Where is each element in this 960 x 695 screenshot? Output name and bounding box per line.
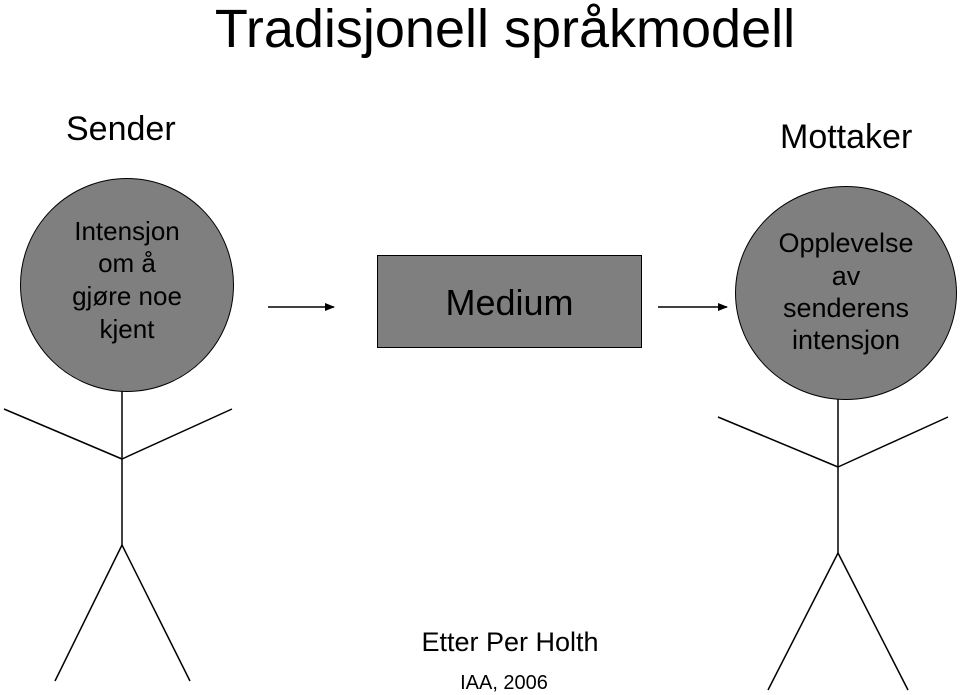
sender-label: Sender bbox=[66, 110, 176, 148]
receiver-experience-text: Opplevelse av senderens intensjon bbox=[778, 228, 914, 356]
sender-right-leg bbox=[121, 544, 191, 682]
medium-box: Medium bbox=[377, 255, 642, 348]
sender-intention-text: Intensjon om å gjøre noe kjent bbox=[72, 215, 182, 344]
sender-head-circle: Intensjon om å gjøre noe kjent bbox=[20, 178, 234, 392]
receiver-stick-body bbox=[717, 399, 949, 691]
sender-stick-body bbox=[3, 391, 233, 682]
receiver-right-leg bbox=[837, 552, 909, 691]
sender-left-arm bbox=[3, 408, 123, 460]
credit-institution-year: IAA, 2006 bbox=[460, 672, 548, 694]
sender-right-arm bbox=[121, 408, 233, 460]
sender-left-leg bbox=[54, 544, 123, 682]
receiver-head-circle: Opplevelse av senderens intensjon bbox=[735, 186, 957, 400]
receiver-left-arm bbox=[717, 416, 839, 468]
receiver-left-leg bbox=[767, 552, 839, 691]
receiver-label: Mottaker bbox=[780, 118, 913, 156]
credit-author: Etter Per Holth bbox=[421, 627, 599, 657]
medium-label: Medium bbox=[445, 281, 574, 323]
receiver-right-arm bbox=[837, 416, 949, 468]
slide-title: Tradisjonell språkmodell bbox=[214, 0, 796, 59]
